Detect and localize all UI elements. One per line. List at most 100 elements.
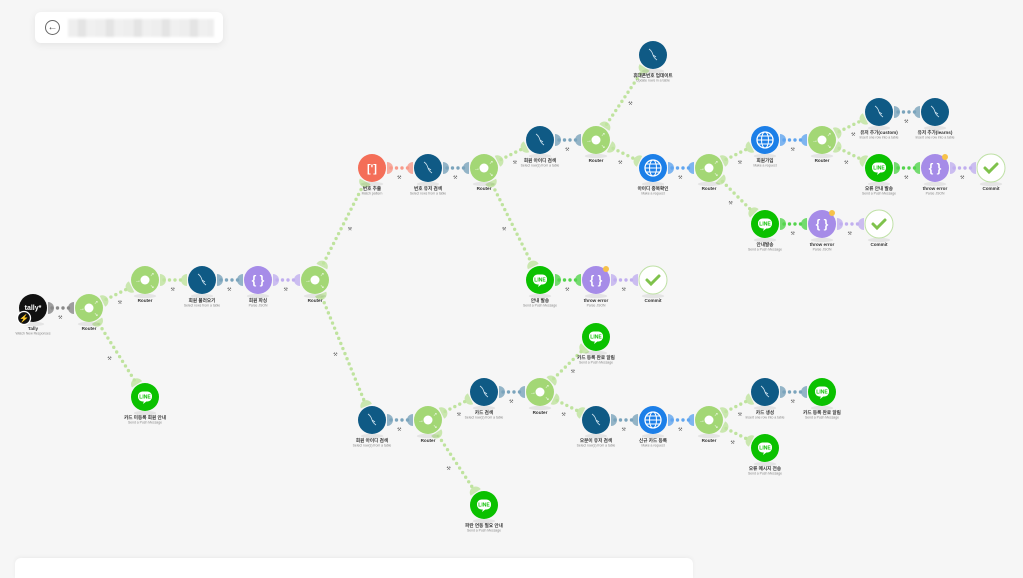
wrench-icon[interactable]: ⚒ xyxy=(397,175,402,181)
wrench-icon[interactable]: ⚒ xyxy=(622,427,627,433)
wrench-icon[interactable]: ⚒ xyxy=(513,160,518,166)
route-sql8-to-r9[interactable]: ⚒ xyxy=(499,386,525,405)
route-r6-to-http2[interactable]: ⚒ xyxy=(719,141,755,167)
route-r10-to-sql10[interactable]: ⚒ xyxy=(719,393,755,419)
route-json4-to-commit3[interactable]: ⚒ xyxy=(611,274,638,293)
route-http2-to-r7[interactable]: ⚒ xyxy=(780,134,807,153)
route-json1-to-r3[interactable]: ⚒ xyxy=(273,274,300,293)
route-r5-to-sql4[interactable]: ⚒ xyxy=(599,64,650,131)
wrench-icon[interactable]: ⚒ xyxy=(171,287,176,293)
wrench-icon[interactable]: ⚒ xyxy=(457,412,462,418)
wrench-icon[interactable]: ⚒ xyxy=(565,147,570,153)
module-router-r10[interactable]: →↗↘Router xyxy=(695,406,723,443)
module-mysql-sql6[interactable]: 유저 추가(learns)Insert one row into a table xyxy=(915,98,955,140)
route-json3-to-commit2[interactable]: ⚒ xyxy=(837,218,864,237)
route-r5-to-http1[interactable]: ⚒ xyxy=(606,141,643,167)
route-r9-to-line5[interactable]: ⚒ xyxy=(546,343,590,386)
route-json2-to-commit1[interactable]: ⚒ xyxy=(950,162,976,181)
wrench-icon[interactable]: ⚒ xyxy=(678,175,683,181)
wrench-icon[interactable]: ⚒ xyxy=(791,399,796,405)
route-r10-to-line7[interactable]: ⚒ xyxy=(719,421,755,447)
wrench-icon[interactable]: ⚒ xyxy=(678,427,683,433)
route-r6-to-line3[interactable]: ⚒ xyxy=(715,174,759,218)
module-commit-commit2[interactable]: Commit xyxy=(864,209,894,247)
route-sql7-to-r8[interactable]: ⚒ xyxy=(387,414,413,433)
wrench-icon[interactable]: ⚒ xyxy=(446,466,451,472)
wrench-icon[interactable]: ⚒ xyxy=(730,440,735,446)
module-commit-commit1[interactable]: Commit xyxy=(976,153,1006,191)
route-r7-to-sql5[interactable]: ⚒ xyxy=(832,113,869,139)
route-http3-to-r10[interactable]: ⚒ xyxy=(668,414,694,433)
wrench-icon[interactable]: ⚒ xyxy=(848,231,853,237)
module-router-r7[interactable]: →↗↘Router xyxy=(808,126,836,163)
wrench-icon[interactable]: ⚒ xyxy=(904,119,909,125)
route-r4-to-line4[interactable]: ⚒ xyxy=(485,178,539,270)
wrench-icon[interactable]: ⚒ xyxy=(565,287,570,293)
wrench-icon[interactable]: ⚒ xyxy=(738,160,743,166)
route-r7-to-line2[interactable]: ⚒ xyxy=(832,141,869,167)
route-sql10-to-line6[interactable]: ⚒ xyxy=(780,386,807,405)
route-sql1-to-json1[interactable]: ⚒ xyxy=(217,274,243,293)
wrench-icon[interactable]: ⚒ xyxy=(844,160,849,166)
route-regex-to-sql2[interactable]: ⚒ xyxy=(387,162,413,181)
wrench-icon[interactable]: ⚒ xyxy=(622,287,627,293)
route-line3-to-json3[interactable]: ⚒ xyxy=(780,218,807,237)
route-sql5-to-sql6[interactable]: ⚒ xyxy=(894,106,920,125)
route-http1-to-r6[interactable]: ⚒ xyxy=(668,162,694,181)
module-router-r9[interactable]: →↗↘Router xyxy=(526,378,554,415)
wrench-icon[interactable]: ⚒ xyxy=(509,399,514,405)
wrench-icon[interactable]: ⚒ xyxy=(904,175,909,181)
route-r4-to-sql3[interactable]: ⚒ xyxy=(494,141,530,167)
route-sql9-to-http3[interactable]: ⚒ xyxy=(611,414,638,433)
route-line2-to-json2[interactable]: ⚒ xyxy=(894,162,920,181)
wrench-icon[interactable]: ⚒ xyxy=(58,315,63,321)
module-router-r3[interactable]: →↗↘Router xyxy=(301,266,329,303)
wrench-icon[interactable]: ⚒ xyxy=(851,132,856,138)
wrench-icon[interactable]: ⚒ xyxy=(453,175,458,181)
module-commit-commit3[interactable]: Commit xyxy=(638,265,668,303)
module-router-r8[interactable]: →↗↘Router xyxy=(414,406,442,443)
route-r1-to-r2[interactable]: ⚒ xyxy=(99,281,135,307)
wrench-icon[interactable]: ⚒ xyxy=(284,287,289,293)
route-r3-to-sql7[interactable]: ⚒ xyxy=(315,291,372,409)
back-button[interactable]: ← xyxy=(45,20,60,35)
module-router-r6[interactable]: →↗↘Router xyxy=(695,154,723,191)
route-line4-to-json4[interactable]: ⚒ xyxy=(555,274,581,293)
route-r1-to-line1[interactable]: ⚒ xyxy=(91,317,143,388)
wrench-icon[interactable]: ⚒ xyxy=(107,356,112,362)
wrench-icon[interactable]: ⚒ xyxy=(333,352,338,358)
route-r2-to-sql1[interactable]: ⚒ xyxy=(160,274,187,293)
wrench-icon[interactable]: ⚒ xyxy=(628,101,633,107)
wrench-icon[interactable]: ⚒ xyxy=(348,227,353,233)
wrench-icon[interactable]: ⚒ xyxy=(502,227,507,233)
wrench-icon[interactable]: ⚒ xyxy=(118,300,123,306)
wrench-icon[interactable]: ⚒ xyxy=(791,231,796,237)
wrench-icon[interactable]: ⚒ xyxy=(738,412,743,418)
route-sql2-to-r4[interactable]: ⚒ xyxy=(443,162,469,181)
module-router-r2[interactable]: →↗↘Router xyxy=(131,266,159,303)
wrench-icon[interactable]: ⚒ xyxy=(561,412,566,418)
route-r3-to-regex[interactable]: ⚒ xyxy=(316,178,371,270)
wrench-icon[interactable]: ⚒ xyxy=(960,175,965,181)
